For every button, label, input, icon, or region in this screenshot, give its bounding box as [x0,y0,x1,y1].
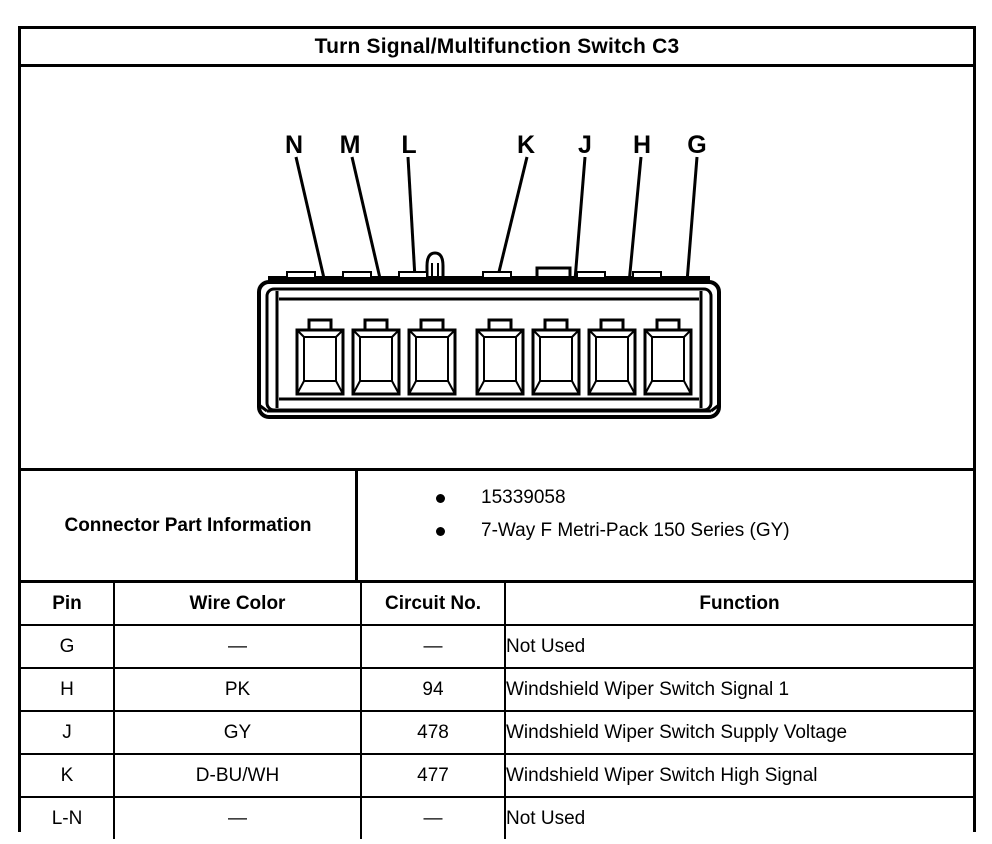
title-bar: Turn Signal/Multifunction Switch C3 [21,29,973,67]
cell-circuit-no: 94 [360,667,506,712]
part-number: 15339058 [481,487,566,508]
cell-function: Not Used [504,796,973,839]
table-row: L-N — — Not Used [21,796,973,839]
table-header-row: Pin Wire Color Circuit No. Function [21,583,973,626]
cell-wire-color: D-BU/WH [113,753,362,798]
pin-cavity-K [475,318,525,396]
part-info-item: 15339058 [436,487,973,509]
pin-cavity-J [531,318,581,396]
table-row: K D-BU/WH 477 Windshield Wiper Switch Hi… [21,753,973,798]
bullet-icon [436,494,445,503]
connector-illustration: N M L K J H G [21,67,973,471]
table-row: G — — Not Used [21,624,973,669]
part-info-label: Connector Part Information [21,471,358,580]
cell-pin: K [21,753,115,798]
cell-function: Windshield Wiper Switch Signal 1 [504,667,973,712]
cell-wire-color: — [113,796,362,839]
cell-circuit-no: — [360,624,506,669]
cell-pin: J [21,710,115,755]
cell-pin: L-N [21,796,115,839]
cell-function: Windshield Wiper Switch High Signal [504,753,973,798]
column-header-wire-color: Wire Color [113,583,362,626]
table-row: J GY 478 Windshield Wiper Switch Supply … [21,710,973,755]
table-row: H PK 94 Windshield Wiper Switch Signal 1 [21,667,973,712]
cell-wire-color: GY [113,710,362,755]
cell-wire-color: — [113,624,362,669]
pin-cavity-group [295,318,693,396]
pin-cavity-L [407,318,457,396]
cell-circuit-no: — [360,796,506,839]
connector-part-information: Connector Part Information 15339058 7-Wa… [21,471,973,583]
cell-function: Windshield Wiper Switch Supply Voltage [504,710,973,755]
pin-label-J: J [578,131,592,159]
pin-cavity-N [295,318,345,396]
bullet-icon [436,526,445,536]
part-info-item: 7-Way F Metri-Pack 150 Series (GY) [436,520,973,542]
pin-cavity-H [587,318,637,396]
pin-label-N: N [285,131,303,159]
connector-face-view-svg: N M L K J H G [257,131,721,419]
document-frame: Turn Signal/Multifunction Switch C3 N [18,26,976,839]
pin-cavity-G [643,318,693,396]
housing-bottom-skirt [258,403,720,413]
cell-function: Not Used [504,624,973,669]
cell-wire-color: PK [113,667,362,712]
column-header-circuit-no: Circuit No. [360,583,506,626]
part-info-list: 15339058 7-Way F Metri-Pack 150 Series (… [358,471,973,580]
pin-label-L: L [401,131,416,159]
cell-circuit-no: 477 [360,753,506,798]
pin-label-H: H [633,131,651,159]
cell-pin: G [21,624,115,669]
page-title: Turn Signal/Multifunction Switch C3 [314,34,680,58]
column-header-function: Function [504,583,973,626]
cell-circuit-no: 478 [360,710,506,755]
pin-cavity-M [351,318,401,396]
pin-assignment-table: Pin Wire Color Circuit No. Function G — … [21,583,973,839]
part-description: 7-Way F Metri-Pack 150 Series (GY) [481,519,790,541]
pin-label-K: K [517,131,535,159]
column-header-pin: Pin [21,583,115,626]
cell-pin: H [21,667,115,712]
pin-label-M: M [340,131,361,159]
pin-label-G: G [687,131,706,159]
